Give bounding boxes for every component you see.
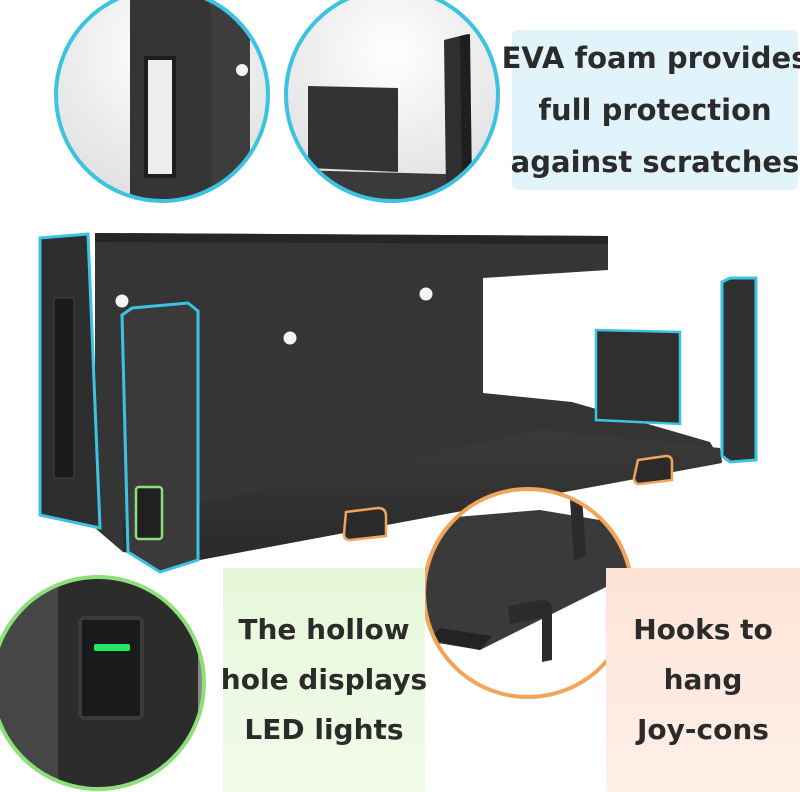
callout-line: LED lights bbox=[244, 713, 404, 746]
callout-line: full protection bbox=[538, 93, 772, 127]
wall-shelf bbox=[38, 232, 758, 574]
side-panel-slot bbox=[53, 297, 75, 479]
mount-hole bbox=[283, 331, 297, 345]
led-hollow-hole bbox=[134, 485, 164, 541]
callout-line: Hooks to bbox=[633, 613, 773, 646]
shelf-top-lip bbox=[95, 233, 608, 244]
hook bbox=[342, 506, 388, 542]
hook bbox=[632, 454, 674, 486]
callout-line: hole displays bbox=[220, 663, 428, 696]
closeup-ring bbox=[54, 0, 270, 203]
led-light-bar bbox=[94, 644, 130, 651]
eva-foam-callout: EVA foam provides full protection agains… bbox=[502, 30, 800, 190]
callout-line: against scratches bbox=[510, 145, 800, 179]
hooks-callout: Hooks to hang Joy-cons bbox=[606, 568, 800, 792]
callout-line: Joy-cons bbox=[637, 713, 769, 746]
led-callout: The hollow hole displays LED lights bbox=[220, 568, 428, 792]
callout-line: EVA foam provides bbox=[501, 41, 800, 75]
closeup-side-slot bbox=[54, 0, 270, 203]
closeup-foam-pad bbox=[284, 0, 500, 203]
right-upright bbox=[720, 276, 758, 464]
closeup-ring bbox=[284, 0, 500, 203]
closeup-hook bbox=[422, 487, 634, 699]
closeup-ring bbox=[0, 575, 206, 791]
closeup-led bbox=[0, 575, 206, 791]
callout-line: hang bbox=[663, 663, 743, 696]
callout-line: The hollow bbox=[238, 613, 410, 646]
right-foam-pad bbox=[594, 328, 682, 426]
mount-hole bbox=[419, 287, 433, 301]
mount-hole bbox=[115, 294, 129, 308]
shelf-floor bbox=[123, 430, 722, 560]
